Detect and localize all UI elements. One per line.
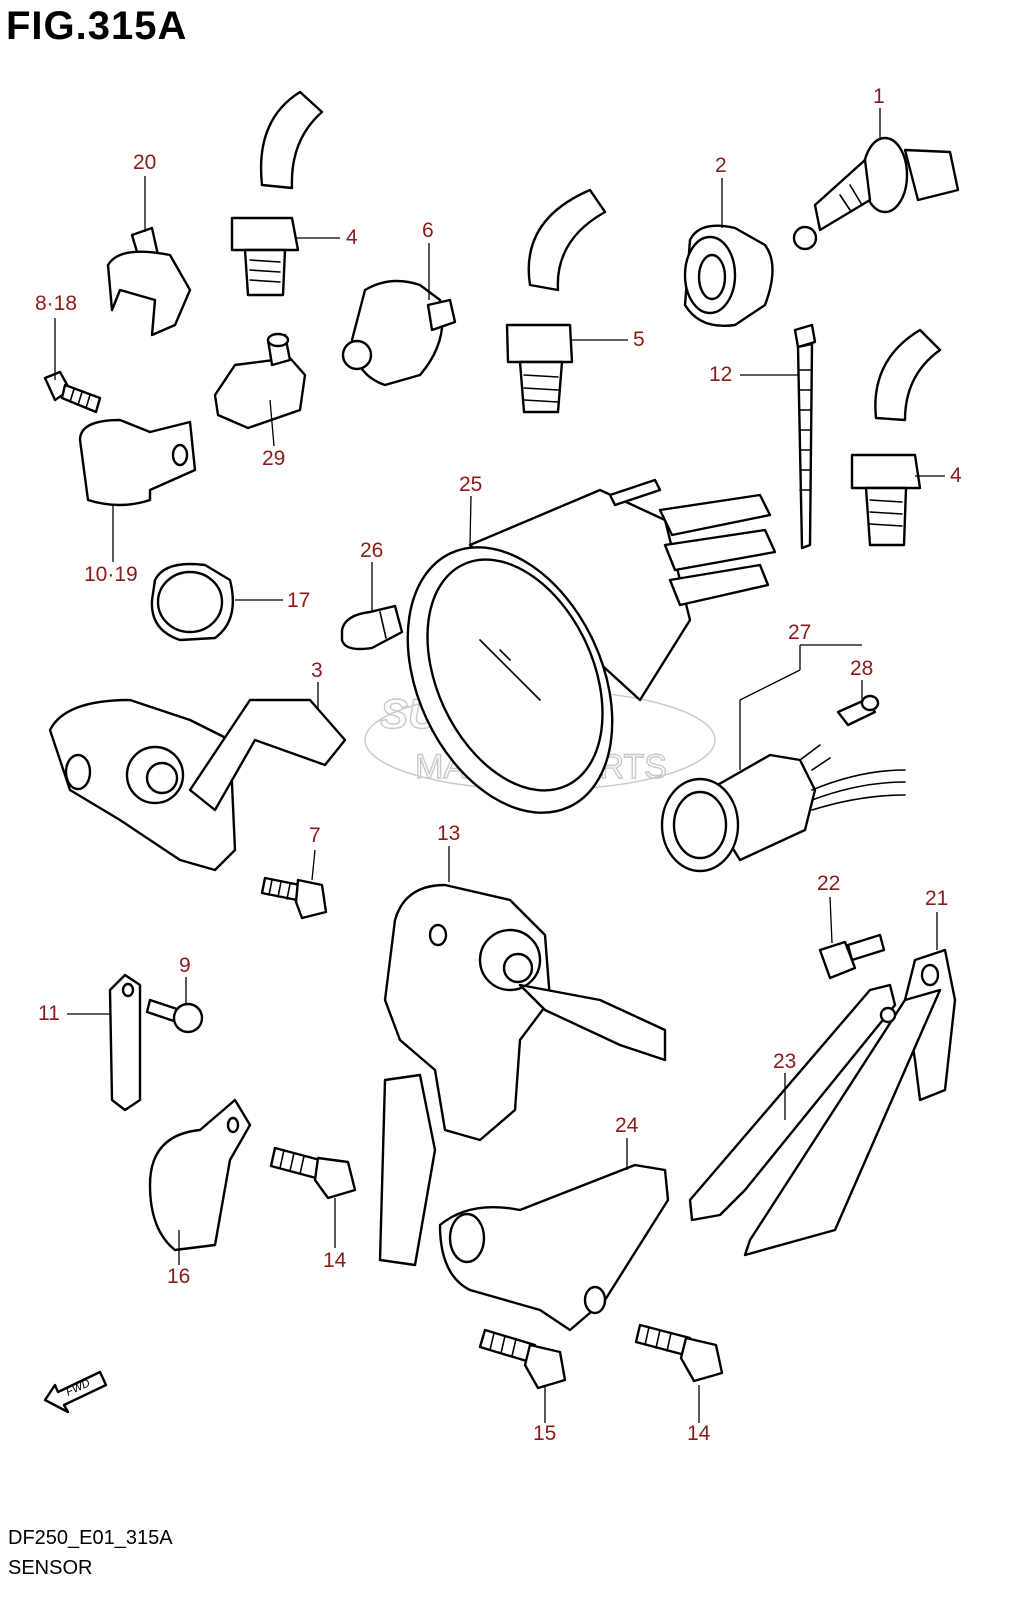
part-25-gauge [406,478,777,814]
callout-9: 9 [179,954,191,977]
fwd-arrow-icon: FWD [43,1370,108,1414]
callout-4-right: 4 [950,464,962,487]
callout-6: 6 [422,219,434,242]
part-7-bolt [260,876,328,920]
callout-16: 16 [167,1265,191,1288]
footer-diagram-code: DF250_E01_315A [8,1527,173,1549]
callout-10-19: 10·19 [84,563,138,586]
part-26-bulb [340,604,404,651]
figure-title: FIG.315A [6,4,188,48]
callout-29: 29 [262,447,286,470]
callout-23: 23 [773,1050,797,1073]
part-16-clip [148,1098,252,1252]
callout-12: 12 [709,363,733,386]
callout-5: 5 [633,328,645,351]
callout-4-top: 4 [346,226,358,249]
part-10-19-clamp [78,418,197,507]
callout-17: 17 [287,589,311,612]
callout-14-left: 14 [323,1249,347,1272]
callout-24: 24 [615,1114,639,1137]
part-4-sensor-right [850,328,942,547]
callout-1: 1 [873,85,885,108]
callout-25: 25 [459,473,483,496]
part-11-strap [108,973,142,1112]
callout-15: 15 [533,1422,557,1445]
part-5-sensor [505,188,607,414]
part-27-indicator [660,744,906,873]
part-15-bolt [478,1328,567,1390]
part-3-trim-sensor [48,698,347,872]
footer-diagram-name: SENSOR [8,1557,93,1579]
part-4-sensor-top [230,90,324,297]
callout-20: 20 [133,151,157,174]
part-6-pressure-switch [341,279,457,387]
part-14-bolt-right [634,1323,724,1383]
part-17-grommet [150,562,234,642]
callout-21: 21 [925,887,949,910]
part-22-bolt [818,933,886,980]
part-23-lever [688,983,897,1222]
callout-27: 27 [788,621,812,644]
leader-lines [54,108,945,1423]
part-24-lever [438,1163,670,1332]
part-20-clip [106,226,192,337]
part-12-cable-tie [793,323,817,550]
part-13-bracket [378,883,667,1267]
callout-11: 11 [38,1002,60,1025]
callout-8-18: 8·18 [35,292,78,315]
callout-28: 28 [850,657,874,680]
part-29-holder [213,332,307,430]
callout-26: 26 [360,539,384,562]
callout-3: 3 [311,659,323,682]
part-14-bolt-left [269,1146,357,1200]
part-28-bulb [836,694,880,727]
part-2-grommet [683,224,774,327]
callout-22: 22 [817,872,841,895]
callout-14-right: 14 [687,1422,711,1445]
part-1-connector-sensor [792,136,960,251]
part-21-bracket [743,948,957,1257]
part-9-screw [145,998,204,1034]
callout-2: 2 [715,154,727,177]
callout-7: 7 [309,824,321,847]
callout-13: 13 [437,822,461,845]
part-8-18-bolt [43,370,102,414]
